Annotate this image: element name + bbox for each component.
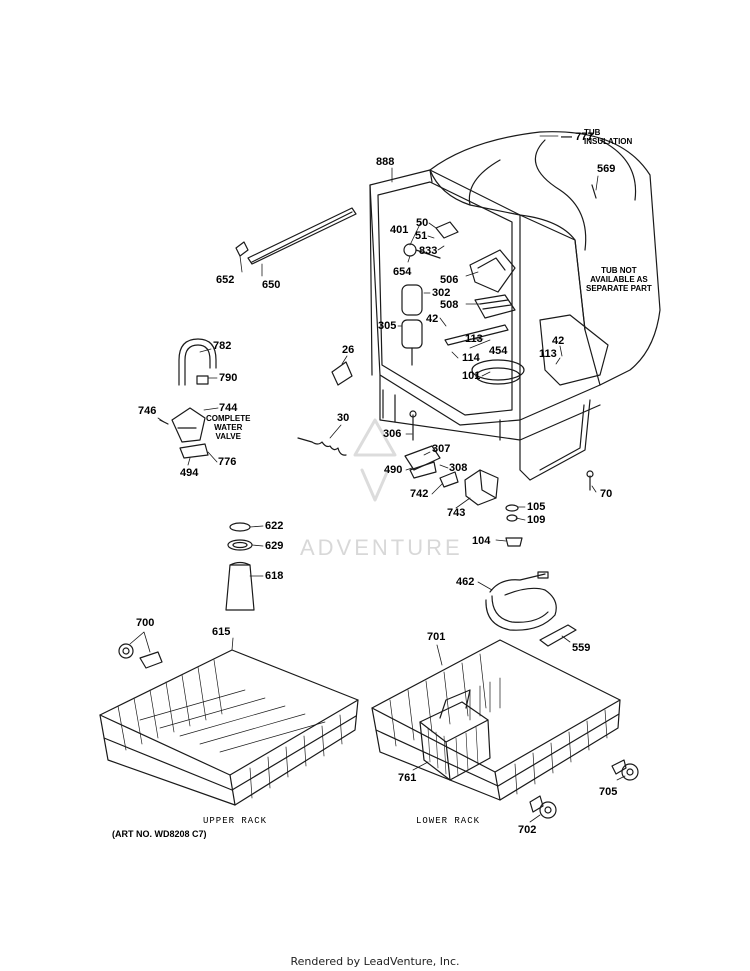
- drain-hose: [485, 571, 577, 647]
- note-tub-insulation: TUB INSULATION: [584, 128, 633, 146]
- part-label: 702: [518, 824, 537, 836]
- part-label: 618: [265, 570, 284, 582]
- part-label: 305: [378, 320, 397, 332]
- leader-lines: [129, 135, 626, 823]
- note-tub-not-available: TUB NOT AVAILABLE AS SEPARATE PART: [586, 266, 652, 293]
- part-label: 42: [552, 335, 565, 347]
- part-label: 761: [398, 772, 417, 784]
- part-label: 454: [489, 345, 508, 357]
- note-complete-water-valve: COMPLETE WATER VALVE: [206, 414, 251, 441]
- part-label: 888: [376, 156, 395, 168]
- part-label: 743: [447, 507, 466, 519]
- part-label: 701: [427, 631, 446, 643]
- part-label: 462: [456, 576, 475, 588]
- part-label: 306: [383, 428, 402, 440]
- part-label: 782: [213, 340, 232, 352]
- part-label: 70: [600, 488, 613, 500]
- part-label: 654: [393, 266, 412, 278]
- part-label: 615: [212, 626, 231, 638]
- part-label: 490: [384, 464, 403, 476]
- part-label: 746: [138, 405, 157, 417]
- upper-rack: [99, 649, 359, 806]
- part-label: 506: [440, 274, 459, 286]
- spring-30: [297, 437, 347, 456]
- part-label: 114: [462, 352, 480, 364]
- part-label: 494: [180, 467, 199, 479]
- caption-upper-rack: UPPER RACK: [203, 816, 268, 826]
- part-label: 559: [572, 642, 591, 654]
- part-label: 790: [219, 372, 238, 384]
- caption-lower-rack: LOWER RACK: [416, 816, 481, 826]
- rack-wheels-700: [118, 643, 163, 669]
- float-switch-assembly: [404, 410, 499, 506]
- part-label: 705: [599, 786, 618, 798]
- part-label: 109: [527, 514, 546, 526]
- art-number: (ART NO. WD8208 C7): [112, 829, 207, 839]
- part-label: 308: [449, 462, 468, 474]
- part-label: 104: [472, 535, 491, 547]
- part-label: 302: [432, 287, 451, 299]
- part-label: 776: [218, 456, 237, 468]
- part-label: 742: [410, 488, 429, 500]
- lower-rack: [371, 639, 621, 801]
- part-label: 652: [216, 274, 235, 286]
- part-label: 622: [265, 520, 284, 532]
- watermark-text: ADVENTURE: [300, 535, 463, 560]
- part-label: 401: [390, 224, 409, 236]
- door-strip-650: [235, 207, 357, 265]
- part-label: 650: [262, 279, 281, 291]
- part-label: 30: [337, 412, 350, 424]
- part-label: 833: [419, 245, 438, 257]
- footer-credit: Rendered by LeadVenture, Inc.: [290, 955, 460, 968]
- part-label: 569: [597, 163, 616, 175]
- part-label: 101: [462, 370, 481, 382]
- fasteners: [505, 470, 594, 547]
- watermark-emblem: [353, 418, 397, 502]
- part-label: 51: [415, 230, 428, 242]
- part-label: 26: [342, 344, 355, 356]
- part-label: 50: [416, 217, 429, 229]
- water-valve-assembly: [159, 338, 217, 459]
- part-label: 42: [426, 313, 439, 325]
- part-label: 508: [440, 299, 459, 311]
- clip-26: [331, 361, 353, 386]
- lower-rack-wheels: [529, 759, 639, 819]
- tub-assembly: [369, 131, 661, 481]
- part-label: 113: [465, 333, 483, 345]
- part-label: — 777: [561, 131, 594, 143]
- part-label: 307: [432, 443, 451, 455]
- part-label: 629: [265, 540, 284, 552]
- part-label: 700: [136, 617, 155, 629]
- part-label: 105: [527, 501, 546, 513]
- tower-assembly: [225, 522, 255, 611]
- part-label: 744: [219, 402, 238, 414]
- part-label: 113: [539, 348, 557, 360]
